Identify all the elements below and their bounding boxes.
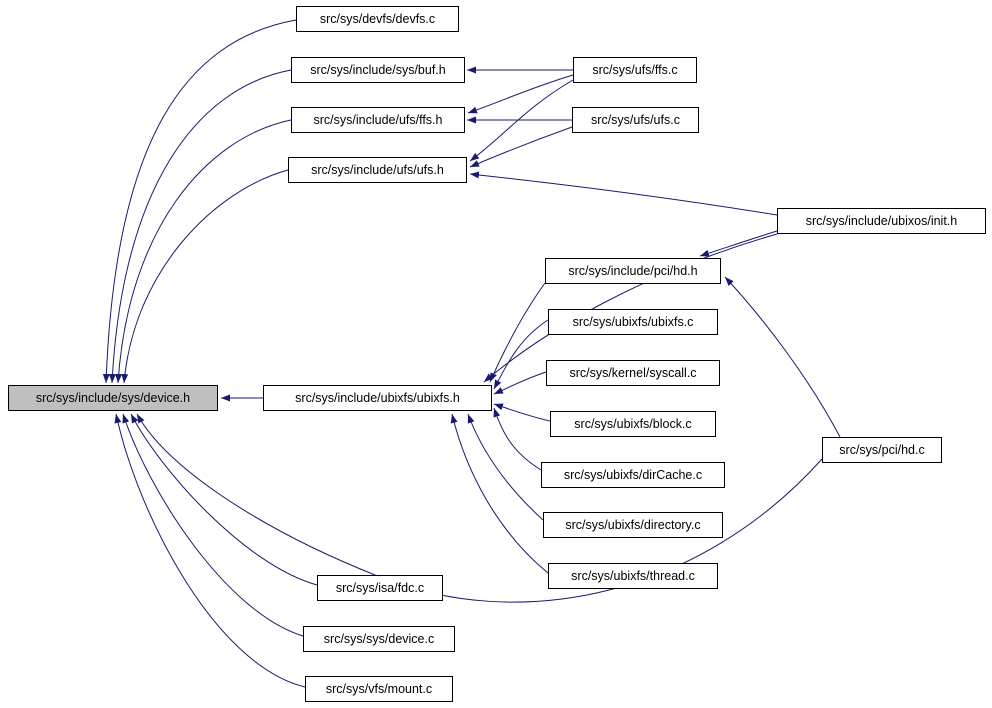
node-thread_c[interactable]: src/sys/ubixfs/thread.c	[548, 563, 718, 589]
edge-init_h-ufs_h	[469, 171, 778, 216]
edge-fdc_c-device_h	[130, 413, 318, 586]
edge-ffs_c-ufs_h	[469, 79, 574, 162]
edge-ufs_h-device_h	[121, 169, 289, 384]
node-label: src/sys/ubixfs/dirCache.c	[563, 467, 703, 482]
node-block_c[interactable]: src/sys/ubixfs/block.c	[550, 411, 716, 437]
node-devfs_c[interactable]: src/sys/devfs/devfs.c	[296, 6, 459, 32]
node-fdc_c[interactable]: src/sys/isa/fdc.c	[317, 575, 443, 601]
node-syscall_c[interactable]: src/sys/kernel/syscall.c	[546, 360, 720, 386]
edge-ffs_h-device_h	[115, 119, 292, 384]
edge-block_c-ubixfs_h	[493, 403, 551, 422]
node-label: src/sys/ubixfs/block.c	[574, 416, 692, 431]
edge-hd_c-device_h	[136, 413, 823, 603]
node-label: src/sys/ubixfs/ubixfs.c	[572, 314, 694, 329]
node-label: src/sys/ufs/ffs.c	[592, 62, 678, 77]
node-label: src/sys/include/ufs/ffs.h	[313, 112, 443, 127]
node-label: src/sys/include/ubixfs/ubixfs.h	[295, 390, 460, 405]
edge-thread_c-ubixfs_h	[450, 413, 549, 574]
node-directory_c[interactable]: src/sys/ubixfs/directory.c	[543, 512, 723, 538]
node-ffs_h[interactable]: src/sys/include/ufs/ffs.h	[291, 107, 465, 133]
node-label: src/sys/include/sys/device.h	[35, 390, 191, 405]
node-dirCache_c[interactable]: src/sys/ubixfs/dirCache.c	[541, 462, 725, 488]
node-label: src/sys/sys/device.c	[323, 631, 435, 646]
edge-hd_h-ubixfs_h	[489, 282, 546, 383]
edge-init_h-ubixfs_h	[483, 233, 778, 383]
node-hd_c[interactable]: src/sys/pci/hd.c	[822, 437, 942, 463]
edge-device_c-device_h	[122, 413, 304, 637]
edge-devfs_c-device_h	[102, 19, 297, 384]
edge-syscall_c-ubixfs_h	[493, 371, 547, 395]
node-device_c[interactable]: src/sys/sys/device.c	[303, 626, 455, 652]
node-label: src/sys/pci/hd.c	[839, 442, 925, 457]
node-init_h[interactable]: src/sys/include/ubixos/init.h	[777, 208, 986, 234]
edge-dirCache_c-ubixfs_h	[493, 407, 542, 471]
edge-directory_c-ubixfs_h	[467, 413, 544, 521]
node-label: src/sys/ubixfs/thread.c	[571, 568, 695, 583]
edge-ufs_c-ufs_h	[469, 126, 573, 168]
node-label: src/sys/ufs/ufs.c	[591, 112, 680, 127]
node-label: src/sys/include/pci/hd.h	[568, 263, 698, 278]
node-device_h[interactable]: src/sys/include/sys/device.h	[8, 385, 218, 411]
node-label: src/sys/isa/fdc.c	[335, 580, 425, 595]
node-label: src/sys/include/ubixos/init.h	[805, 213, 958, 228]
node-ufs_c[interactable]: src/sys/ufs/ufs.c	[572, 107, 699, 133]
edge-ffs_c-ffs_h	[467, 74, 574, 114]
node-label: src/sys/ubixfs/directory.c	[565, 517, 701, 532]
edge-mount_c-device_h	[114, 413, 306, 688]
node-label: src/sys/kernel/syscall.c	[569, 365, 697, 380]
node-hd_h[interactable]: src/sys/include/pci/hd.h	[545, 258, 721, 284]
node-buf_h[interactable]: src/sys/include/sys/buf.h	[291, 57, 465, 83]
node-label: src/sys/include/ufs/ufs.h	[311, 162, 444, 177]
node-ufs_h[interactable]: src/sys/include/ufs/ufs.h	[288, 157, 467, 183]
node-ubixfs_c[interactable]: src/sys/ubixfs/ubixfs.c	[548, 309, 718, 335]
edge-ubixfs_c-ubixfs_h	[493, 319, 549, 390]
node-label: src/sys/include/sys/buf.h	[310, 62, 446, 77]
edge-init_h-hd_h	[699, 230, 778, 257]
edges-group	[102, 19, 841, 688]
node-mount_c[interactable]: src/sys/vfs/mount.c	[305, 676, 453, 702]
edge-buf_h-device_h	[108, 69, 292, 384]
node-ubixfs_h[interactable]: src/sys/include/ubixfs/ubixfs.h	[263, 385, 492, 411]
node-label: src/sys/vfs/mount.c	[325, 681, 433, 696]
node-label: src/sys/devfs/devfs.c	[319, 11, 436, 26]
node-ffs_c[interactable]: src/sys/ufs/ffs.c	[573, 57, 697, 83]
edge-hd_c-hd_h	[724, 276, 841, 438]
